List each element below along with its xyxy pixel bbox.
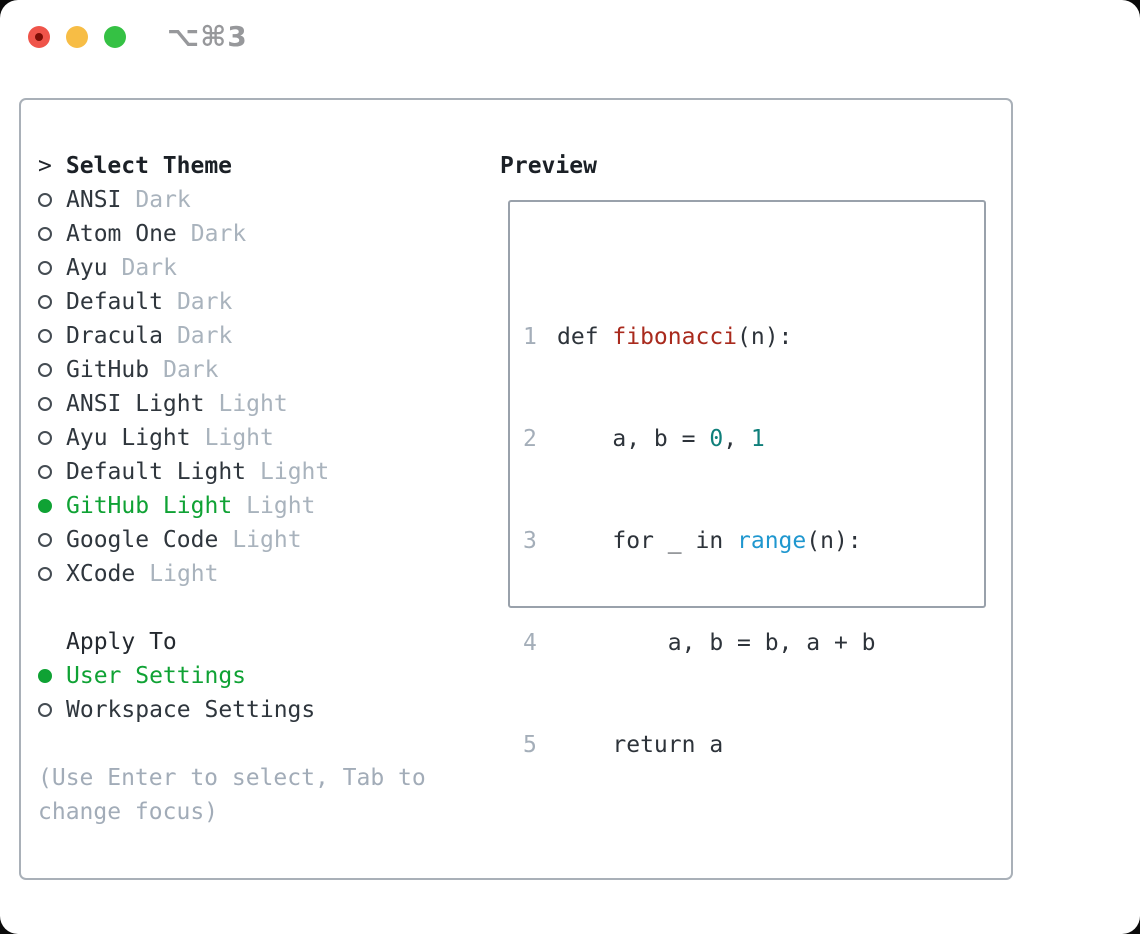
radio-selected-icon — [38, 669, 52, 683]
radio-unselected-icon — [38, 261, 52, 275]
line-number: 1 — [523, 324, 537, 350]
line-number: 3 — [523, 528, 537, 554]
radio-unselected-icon — [38, 397, 52, 411]
radio-unselected-icon — [38, 567, 52, 581]
apply-to-title-row: Apply To — [38, 625, 426, 659]
radio-unselected-icon — [38, 533, 52, 547]
traffic-lights — [28, 26, 126, 48]
radio-unselected-icon — [38, 193, 52, 207]
picker-title: Select Theme — [65, 153, 233, 179]
spacer — [523, 830, 945, 864]
prompt-caret-icon: > — [38, 153, 52, 179]
preview-title: Preview — [500, 153, 597, 179]
line-number: 2 — [523, 426, 537, 452]
radio-unselected-icon — [38, 431, 52, 445]
radio-unselected-icon — [38, 227, 52, 241]
picker-title-row: > Select Theme — [38, 149, 426, 183]
radio-unselected-icon — [38, 363, 52, 377]
radio-unselected-icon — [38, 295, 52, 309]
preview-pane — [508, 200, 986, 608]
hint-text-line1: (Use Enter to select, Tab to — [38, 765, 426, 791]
apply-option-workspace-settings[interactable]: Workspace Settings — [38, 693, 426, 727]
code-line: 2 a, b = 0, 1 — [523, 422, 945, 456]
hint-text-line2: change focus) — [38, 799, 219, 825]
code-line: 5 return a — [523, 728, 945, 762]
apply-to-title: Apply To — [66, 629, 177, 655]
radio-selected-icon — [38, 499, 52, 513]
line-number: 5 — [523, 732, 537, 758]
line-number: 4 — [523, 630, 537, 656]
radio-unselected-icon — [38, 465, 52, 479]
theme-picker-panel — [19, 98, 1013, 880]
code-line: 4 a, b = b, a + b — [523, 626, 945, 660]
code-line: 3 for _ in range(n): — [523, 524, 945, 558]
window-title-shortcut: ⌥⌘3 — [167, 20, 248, 53]
close-button[interactable] — [28, 26, 50, 48]
apply-option-user-settings[interactable]: User Settings — [38, 659, 426, 693]
radio-unselected-icon — [38, 329, 52, 343]
radio-unselected-icon — [38, 703, 52, 717]
minimize-button[interactable] — [66, 26, 88, 48]
spacer — [38, 727, 426, 761]
close-dot-icon — [35, 33, 43, 41]
zoom-button[interactable] — [104, 26, 126, 48]
spacer — [38, 591, 426, 625]
